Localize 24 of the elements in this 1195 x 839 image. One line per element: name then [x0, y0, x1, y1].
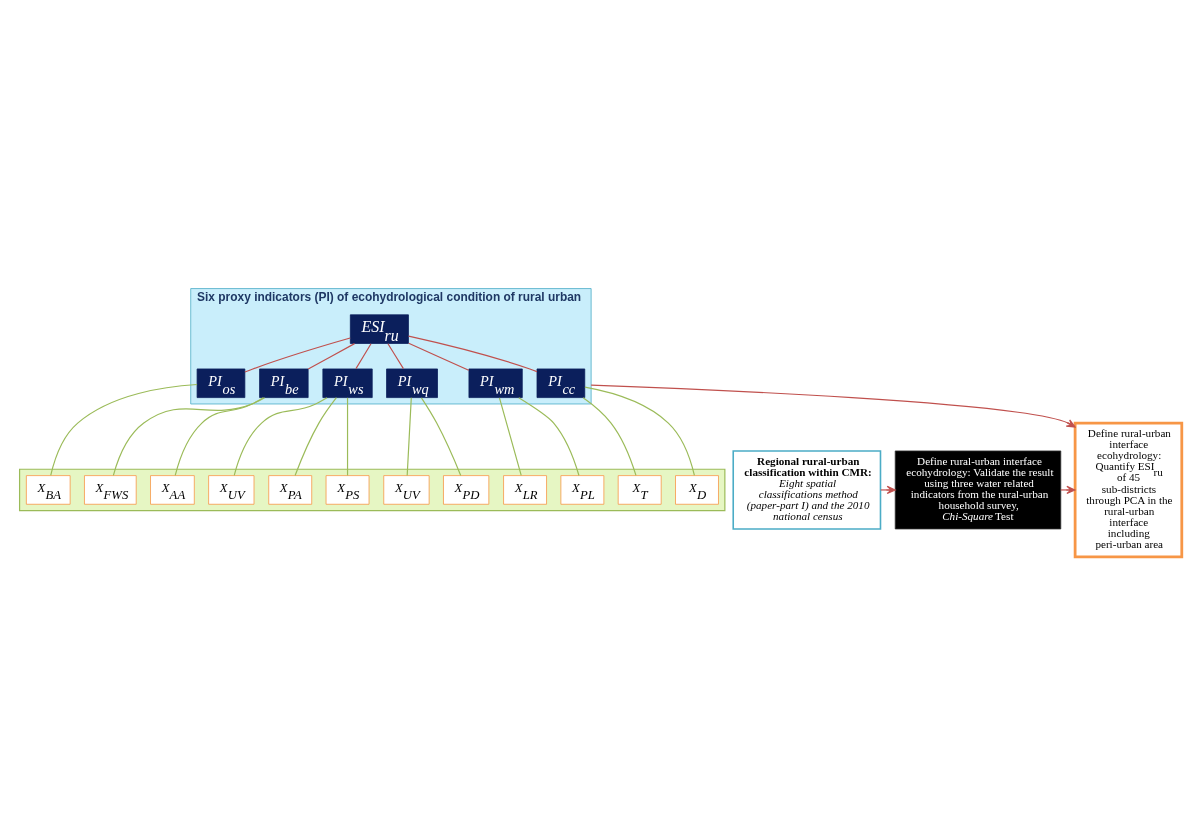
connector: [233, 397, 328, 476]
connector: [112, 397, 266, 476]
arrow: [590, 384, 1076, 428]
arrow: [1060, 485, 1076, 495]
node-box: Define rural-urban interface ecohydrology: Validate the result using three water related indicators from the rural-urban household survey, Chi-Square Test: [894, 450, 1062, 530]
connector: [355, 343, 372, 370]
connector: [408, 342, 470, 371]
connector: [50, 383, 198, 477]
connector: [294, 397, 337, 477]
connector: [518, 397, 580, 477]
connector: [244, 337, 351, 373]
connector: [582, 397, 637, 477]
connector: [174, 397, 264, 477]
connector: [408, 335, 538, 373]
cluster: [19, 468, 726, 512]
connector: [346, 397, 349, 476]
connector: [406, 397, 412, 476]
connector: [584, 386, 695, 476]
node-box: Regional rural-urban classification within CMR: Eight spatial classifications method (paper-part I) and the 2010 national census: [732, 450, 882, 530]
arrow: [880, 485, 896, 495]
connector: [420, 397, 462, 477]
connector: [307, 343, 356, 370]
connector: [387, 343, 404, 370]
connector: [498, 397, 522, 476]
